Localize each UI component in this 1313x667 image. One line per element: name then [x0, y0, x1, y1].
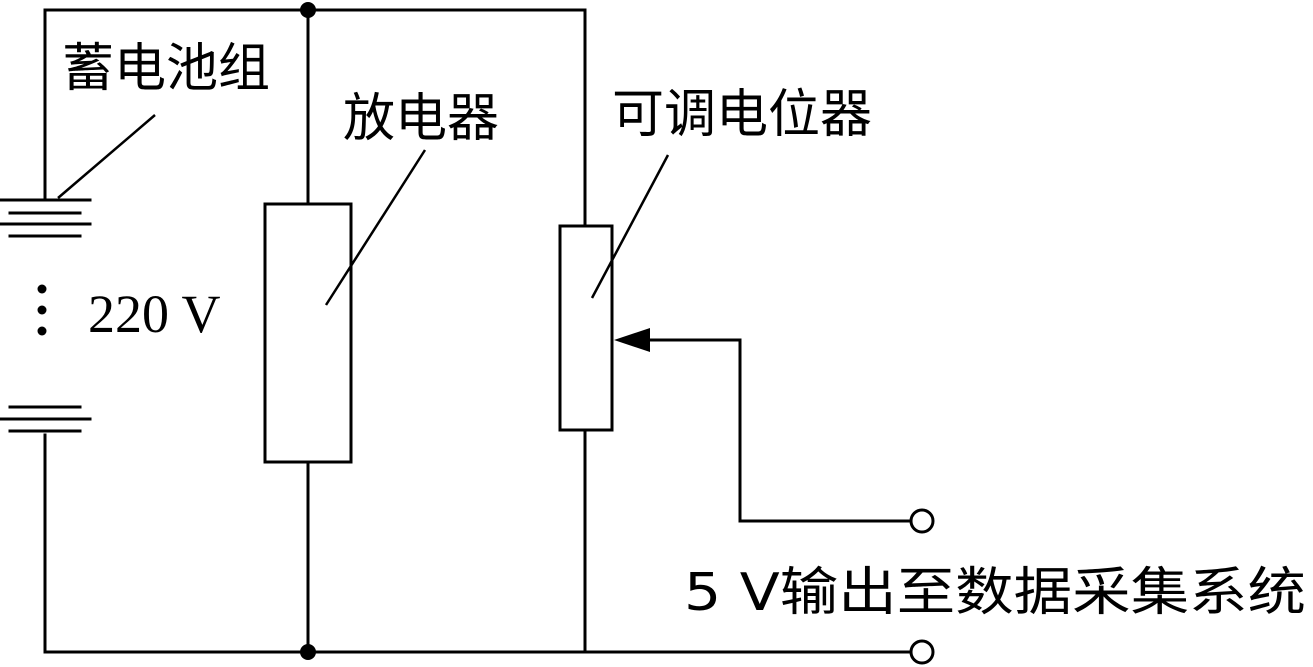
discharger-resistor	[263, 202, 353, 464]
wire-wiper-output	[638, 338, 914, 523]
ellipsis-dot	[37, 305, 47, 315]
ellipsis-dot	[37, 326, 47, 336]
battery-symbol	[0, 198, 92, 433]
battery-bank-label: 蓄电池组	[62, 39, 270, 99]
battery-voltage-label: 220 V	[88, 284, 221, 344]
junction-bottom	[300, 644, 316, 660]
wiper-arrow-icon	[614, 328, 650, 352]
leader-potentiometer	[590, 154, 670, 299]
potentiometer-body	[558, 224, 614, 432]
ellipsis-dot	[37, 284, 47, 294]
leader-discharger	[324, 149, 427, 306]
leader-battery	[57, 114, 156, 199]
output-label: 5 V输出至数据采集系统	[684, 563, 1306, 623]
discharger-label: 放电器	[343, 89, 499, 149]
output-terminal-ground	[909, 639, 935, 665]
junction-top	[300, 2, 316, 18]
potentiometer-label: 可调电位器	[612, 85, 872, 145]
output-terminal-signal	[909, 508, 935, 534]
